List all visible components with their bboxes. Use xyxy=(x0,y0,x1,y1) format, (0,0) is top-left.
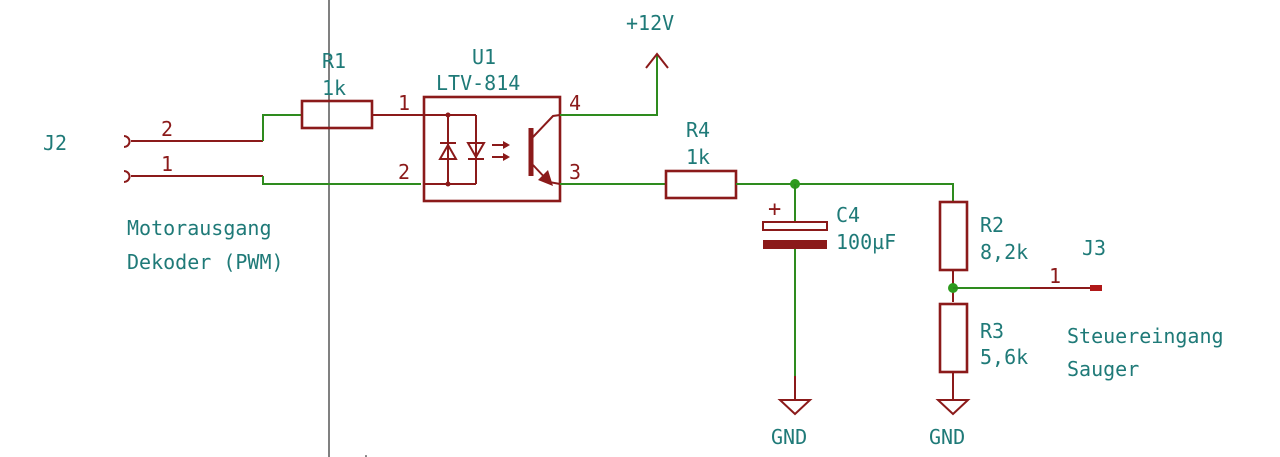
j3-pin-contact xyxy=(1090,285,1102,291)
u1-light-arrow-top-head xyxy=(503,141,510,149)
u1-led-bus xyxy=(424,114,449,185)
c4-ref: C4 xyxy=(836,203,860,227)
r1-body xyxy=(300,99,374,130)
connector-j2: J2 2 1 Motorausgang Dekoder (PWM) xyxy=(43,117,284,274)
u1-transistor-emitter-arrow xyxy=(538,170,553,186)
r2-ref: R2 xyxy=(980,213,1004,237)
u1-transistor-collector xyxy=(532,114,561,138)
u1-value: LTV-814 xyxy=(436,71,520,95)
c4-value: 100µF xyxy=(836,230,896,254)
c4-plate-negative xyxy=(763,240,827,249)
c4-polarity-mark: + xyxy=(768,197,781,222)
u1-body xyxy=(422,95,562,203)
gnd-c4-label: GND xyxy=(771,425,807,449)
j3-ref: J3 xyxy=(1082,236,1106,260)
capacitor-c4: + C4 100µF xyxy=(762,197,896,254)
ground-r3: GND xyxy=(929,399,971,449)
j2-pin1-contact xyxy=(123,170,131,183)
wire-j2-pin1-to-u1-pin2 xyxy=(262,176,421,185)
r4-value: 1k xyxy=(686,145,710,169)
r1-value: 1k xyxy=(322,76,346,100)
u1-pin1-number: 1 xyxy=(398,91,410,115)
vcc-arrow-icon xyxy=(645,52,669,69)
r4-ref: R4 xyxy=(686,118,710,142)
u1-led-node-top xyxy=(445,112,451,118)
u1-pin2-number: 2 xyxy=(398,160,410,184)
connector-j3: 1 J3 Steuereingang Sauger xyxy=(1030,236,1224,381)
r3-body xyxy=(938,302,969,374)
u1-pin4-number: 4 xyxy=(569,91,581,115)
r3-ref: R3 xyxy=(980,319,1004,343)
u1-led-b-icon xyxy=(466,142,486,160)
r4-body xyxy=(664,169,738,200)
resistor-r3: R3 5,6k xyxy=(938,302,1028,374)
resistor-r4: R4 1k xyxy=(664,118,738,200)
j3-pin1-number: 1 xyxy=(1049,264,1061,288)
vcc-label: +12V xyxy=(626,11,674,35)
j2-description-line1: Motorausgang xyxy=(127,216,272,240)
j3-description-line1: Steuereingang xyxy=(1067,324,1224,348)
resistor-r2: R2 8,2k xyxy=(938,200,1028,272)
gnd-c4-icon xyxy=(777,399,813,416)
j3-description-line2: Sauger xyxy=(1067,357,1139,381)
power-vcc: +12V xyxy=(626,11,674,69)
r2-body xyxy=(938,200,969,272)
u1-light-arrow-bottom-head xyxy=(503,153,510,161)
stray-dot xyxy=(365,455,367,457)
r3-value: 5,6k xyxy=(980,345,1028,369)
j2-pin2-contact xyxy=(123,135,131,148)
r2-value: 8,2k xyxy=(980,240,1028,264)
u1-led-node-bottom xyxy=(445,181,451,187)
u1-led-a-icon xyxy=(438,142,458,160)
optocoupler-u1: U1 LTV-814 1 2 4 3 xyxy=(398,45,581,203)
c4-plate-positive xyxy=(762,221,828,231)
u1-pin3-number: 3 xyxy=(569,160,581,184)
wire-u1-pin4-to-vcc xyxy=(560,55,658,116)
j2-pin1-number: 1 xyxy=(161,152,173,176)
u1-ref: U1 xyxy=(472,45,496,69)
r1-ref: R1 xyxy=(322,49,346,73)
j2-pin2-number: 2 xyxy=(161,117,173,141)
j2-description-line2: Dekoder (PWM) xyxy=(127,250,284,274)
ground-c4: GND xyxy=(771,399,813,449)
gnd-r3-label: GND xyxy=(929,425,965,449)
gnd-r3-icon xyxy=(935,399,971,416)
wire-j2-pin2-to-r1 xyxy=(262,114,302,141)
wire-r4-to-node xyxy=(736,183,954,202)
j2-ref: J2 xyxy=(43,131,67,155)
resistor-r1: R1 1k xyxy=(300,49,374,130)
